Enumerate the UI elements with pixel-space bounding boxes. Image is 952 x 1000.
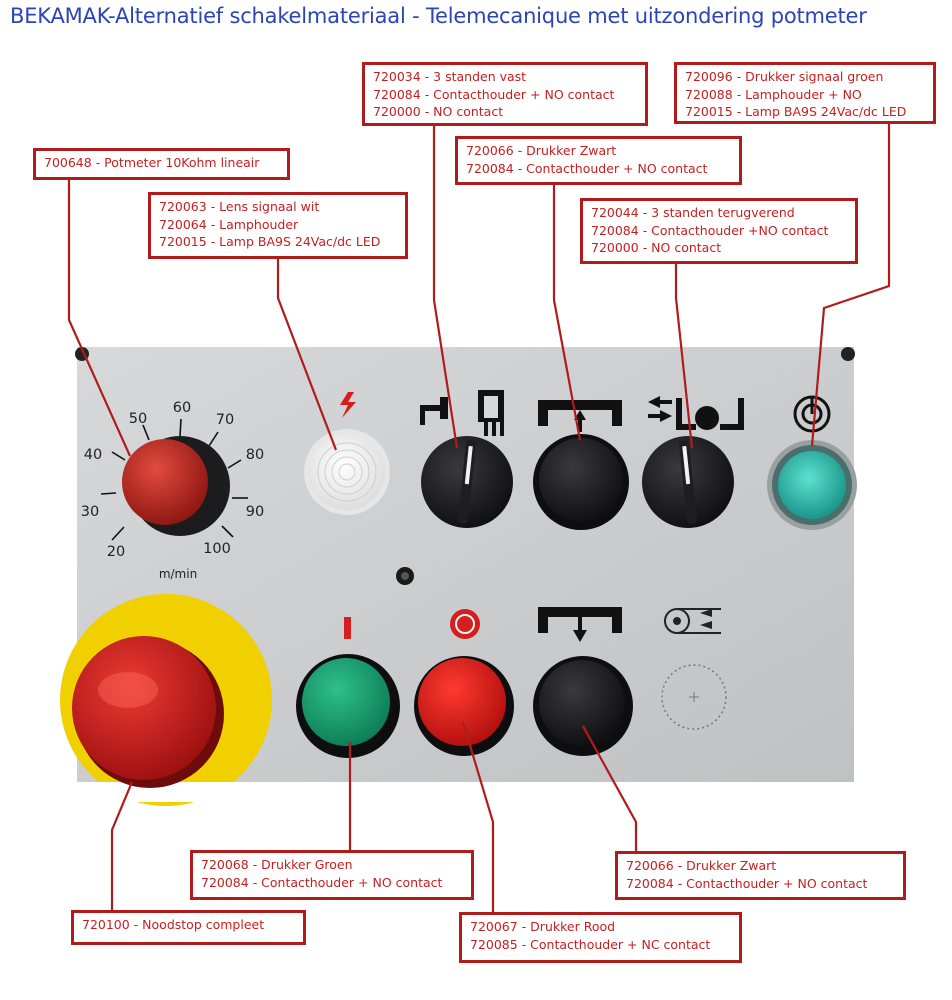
label-drukker-zwart-bottom: 720066 - Drukker Zwart 720084 - Contacth… <box>615 851 906 900</box>
label-drukker-groen-line-2: 720084 - Contacthouder + NO contact <box>201 874 443 890</box>
dial-30: 30 <box>81 504 99 520</box>
label-signaal-groen-line-3: 720015 - Lamp BA9S 24Vac/dc LED <box>685 104 907 119</box>
label-standen-vast-line-3: 720000 - NO contact <box>373 104 504 119</box>
label-terugverend-line-2: 720084 - Contacthouder +NO contact <box>591 222 829 238</box>
label-drukker-groen: 720068 - Drukker Groen 720084 - Contacth… <box>190 850 474 900</box>
label-lens-line-3: 720015 - Lamp BA9S 24Vac/dc LED <box>159 234 381 249</box>
label-drukker-zwart-bottom-line-2: 720084 - Contacthouder + NO contact <box>626 875 868 891</box>
start-bar-icon <box>344 617 351 639</box>
conveyor-icon <box>648 396 744 430</box>
page-title: BEKAMAK-Alternatief schakelmateriaal - T… <box>10 4 867 28</box>
label-potmeter-line-1: 700648 - Potmeter 10Kohm lineair <box>44 155 260 170</box>
label-terugverend-line-3: 720000 - NO contact <box>591 240 722 255</box>
label-lens-signaal-wit: 720063 - Lens signaal wit 720064 - Lamph… <box>148 192 408 259</box>
dial-70: 70 <box>216 412 234 428</box>
label-drukker-zwart-bottom-line-1: 720066 - Drukker Zwart <box>626 858 777 873</box>
faucet-icon <box>420 397 448 425</box>
dial-80: 80 <box>246 447 264 463</box>
label-standen-vast-line-1: 720034 - 3 standen vast <box>373 69 527 84</box>
label-3-standen-vast: 720034 - 3 standen vast 720084 - Contact… <box>362 62 648 126</box>
dial-50: 50 <box>129 411 147 427</box>
dial-20: 20 <box>107 544 125 560</box>
dial-100: 100 <box>203 541 231 557</box>
label-signaal-groen-line-2: 720088 - Lamphouder + NO <box>685 86 862 102</box>
arrow-down-bracket-icon <box>538 607 622 642</box>
label-drukker-rood: 720067 - Drukker Rood 720085 - Contactho… <box>459 912 742 963</box>
label-noodstop: 720100 - Noodstop compleet <box>71 910 306 945</box>
label-drukker-zwart-top-line-1: 720066 - Drukker Zwart <box>466 143 617 158</box>
label-noodstop-line-1: 720100 - Noodstop compleet <box>82 917 265 932</box>
label-drukker-signaal-groen: 720096 - Drukker signaal groen 720088 - … <box>674 62 936 124</box>
label-drukker-rood-line-1: 720067 - Drukker Rood <box>470 919 616 934</box>
dial-unit: m/min <box>159 567 197 581</box>
lightning-icon <box>340 392 356 418</box>
label-standen-vast-line-2: 720084 - Contacthouder + NO contact <box>373 86 615 102</box>
label-drukker-groen-line-1: 720068 - Drukker Groen <box>201 857 353 872</box>
label-drukker-zwart-top-line-2: 720084 - Contacthouder + NO contact <box>466 160 708 176</box>
label-drukker-rood-line-2: 720085 - Contacthouder + NC contact <box>470 936 711 952</box>
arrow-up-bracket-icon <box>538 400 622 432</box>
power-icon <box>793 395 831 433</box>
label-3-standen-terugverend: 720044 - 3 standen terugverend 720084 - … <box>580 198 858 264</box>
label-signaal-groen-line-1: 720096 - Drukker signaal groen <box>685 69 884 84</box>
dial-90: 90 <box>246 504 264 520</box>
stop-circle-icon <box>450 609 480 639</box>
label-drukker-zwart-top: 720066 - Drukker Zwart 720084 - Contacth… <box>455 136 742 185</box>
label-potmeter: 700648 - Potmeter 10Kohm lineair <box>33 148 290 180</box>
dial-60: 60 <box>173 400 191 416</box>
label-lens-line-1: 720063 - Lens signaal wit <box>159 199 320 214</box>
comb-icon <box>478 390 504 436</box>
label-terugverend-line-1: 720044 - 3 standen terugverend <box>591 205 795 220</box>
label-lens-line-2: 720064 - Lamphouder <box>159 216 299 232</box>
dial-40: 40 <box>84 447 102 463</box>
